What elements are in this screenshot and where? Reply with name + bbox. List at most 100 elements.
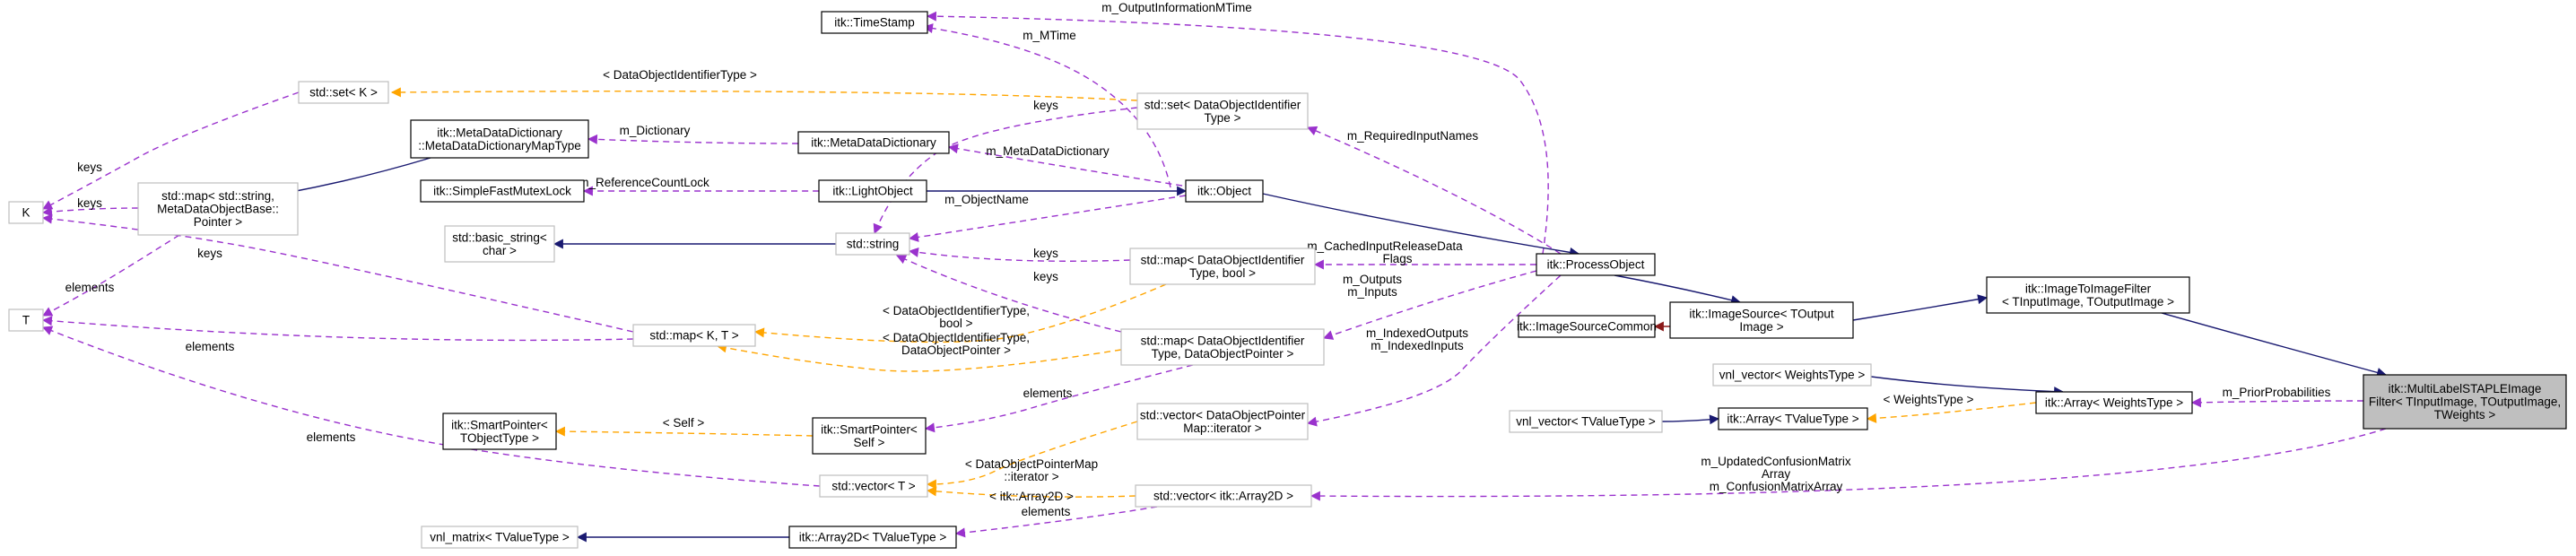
edge-label: < DataObjectIdentifierType, — [883, 331, 1030, 344]
edge-usage-outinfo — [926, 11, 1549, 255]
node-label: std::map< std::string, — [161, 189, 274, 203]
node-label: std::set< K > — [309, 86, 378, 100]
node-label: itk::TimeStamp — [834, 16, 915, 30]
node-label: char > — [483, 244, 517, 257]
node-label: itk::ProcessObject — [1547, 258, 1645, 272]
node-label: vnl_matrix< TValueType > — [430, 531, 570, 544]
node-map-kt: std::map< K, T > — [632, 324, 756, 347]
node-box — [1120, 328, 1325, 366]
node-isc[interactable]: itk::ImageSourceCommon — [1517, 315, 1657, 338]
edge-usage-confusion — [1310, 428, 2387, 501]
node-box — [1669, 301, 1854, 339]
node-box — [298, 81, 389, 104]
node-label: itk::Array2D< TValueType > — [799, 531, 947, 544]
edge-template-tpl-bool — [753, 283, 1167, 343]
edge-label: m_OutputInformationMTime — [1101, 1, 1252, 14]
node-array-weights[interactable]: itk::Array< WeightsType > — [2035, 391, 2193, 414]
node-label: std::vector< T > — [831, 480, 915, 493]
node-mdd[interactable]: itk::MetaDataDictionary — [797, 131, 950, 154]
node-map-string: std::map< std::string,MetaDataObjectBase… — [137, 182, 299, 236]
node-imagesource[interactable]: itk::ImageSource< TOutputImage > — [1669, 301, 1854, 339]
node-box — [2363, 374, 2567, 430]
node-label: < TInputImage, TOutputImage > — [2002, 295, 2174, 308]
node-box — [821, 11, 928, 34]
node-label: vnl_vector< TValueType > — [1516, 415, 1656, 429]
edge-template-doit-type — [390, 87, 1138, 101]
edge-usage-elem-array2d — [954, 506, 1158, 538]
edge-label: elements — [1023, 387, 1073, 400]
edge-usage-elem-mapkt-t — [41, 316, 634, 342]
node-i2i[interactable]: itk::ImageToImageFilter< TInputImage, TO… — [1986, 276, 2190, 314]
edge-usage-keys-ptr-string — [895, 255, 1122, 333]
node-box — [137, 182, 299, 236]
node-set-doit: std::set< DataObjectIdentifierType > — [1136, 92, 1309, 130]
node-label: Type, DataObjectPointer > — [1152, 347, 1294, 361]
edge-label: m_IndexedInputs — [1371, 339, 1464, 352]
node-label: itk::LightObject — [832, 185, 913, 198]
edge-label: keys — [1033, 270, 1058, 283]
edge-usage-metadatadict — [947, 143, 1194, 188]
node-set-k: std::set< K > — [298, 81, 389, 104]
edge-inherit-vnl-weights — [1870, 376, 2065, 397]
node-map-doit-ptr: std::map< DataObjectIdentifierType, Data… — [1120, 328, 1325, 366]
edge-template-weightstype — [1866, 402, 2037, 423]
node-lightobject[interactable]: itk::LightObject — [818, 179, 927, 203]
node-vnl-weights: vnl_vector< WeightsType > — [1712, 363, 1872, 387]
edge-usage-mtime — [922, 23, 1171, 188]
node-box — [812, 417, 927, 455]
node-label: K — [22, 206, 30, 220]
node-vec-array2d: std::vector< itk::Array2D > — [1135, 484, 1312, 508]
node-sfml[interactable]: itk::SimpleFastMutexLock — [420, 179, 585, 203]
node-label: itk::ImageToImageFilter — [2025, 282, 2152, 295]
edges-layer — [41, 11, 2388, 543]
edge-inherit-obj-po — [1262, 193, 1580, 257]
node-box — [1718, 407, 1868, 430]
node-box — [1185, 179, 1264, 203]
edge-label: < WeightsType > — [1883, 393, 1973, 406]
node-sp-self[interactable]: itk::SmartPointer<Self > — [812, 417, 927, 455]
node-label: Image > — [1739, 320, 1783, 334]
node-string: std::string — [835, 232, 910, 256]
node-timestamp[interactable]: itk::TimeStamp — [821, 11, 928, 34]
node-basic-string: std::basic_string<char > — [444, 225, 555, 263]
node-label: itk::MultiLabelSTAPLEImage — [2389, 382, 2542, 395]
node-array-tvalue[interactable]: itk::Array< TValueType > — [1718, 407, 1868, 430]
node-label: Self > — [854, 436, 885, 449]
edge-inherit-po-is — [1614, 274, 1742, 306]
edge-label: < DataObjectIdentifierType > — [603, 68, 757, 82]
node-sp-tobj[interactable]: itk::SmartPointer<TObjectType > — [442, 413, 557, 450]
edge-usage-keys-map-k — [41, 206, 139, 217]
node-box — [1986, 276, 2190, 314]
node-label: std::set< DataObjectIdentifier — [1144, 98, 1301, 111]
node-label: ::MetaDataDictionaryMapType — [418, 139, 581, 152]
edge-label: m_Dictionary — [620, 124, 691, 137]
edge-label: elements — [186, 340, 235, 353]
edge-usage-elem-vec-t — [41, 326, 821, 487]
node-label: itk::Array< TValueType > — [1727, 413, 1858, 426]
node-label: Filter< TInputImage, TOutputImage, — [2369, 395, 2561, 409]
node-box — [421, 526, 579, 549]
node-array2d[interactable]: itk::Array2D< TValueType > — [788, 526, 957, 549]
edge-inherit-i2i-ml — [2161, 312, 2388, 378]
node-mdd-map[interactable]: itk::MetaDataDictionary::MetaDataDiction… — [410, 119, 589, 159]
node-box — [2035, 391, 2193, 414]
edge-label: m_Outputs — [1343, 273, 1402, 286]
node-label: TObjectType > — [460, 431, 539, 445]
edge-label: m_ReferenceCountLock — [579, 176, 709, 189]
node-label: itk::SmartPointer< — [821, 422, 918, 436]
node-box — [819, 474, 928, 498]
node-box — [8, 201, 44, 224]
edge-label: Flags — [1382, 252, 1412, 265]
node-vec-t: std::vector< T > — [819, 474, 928, 498]
node-object[interactable]: itk::Object — [1185, 179, 1264, 203]
edge-label: < Self > — [663, 416, 705, 430]
node-box — [1536, 253, 1656, 276]
edge-label: ::iterator > — [1004, 470, 1058, 483]
node-label: std::string — [847, 238, 900, 251]
node-processobject[interactable]: itk::ProcessObject — [1536, 253, 1656, 276]
node-box — [1135, 484, 1312, 508]
node-label: T — [22, 314, 30, 327]
node-label: std::vector< itk::Array2D > — [1153, 490, 1293, 503]
